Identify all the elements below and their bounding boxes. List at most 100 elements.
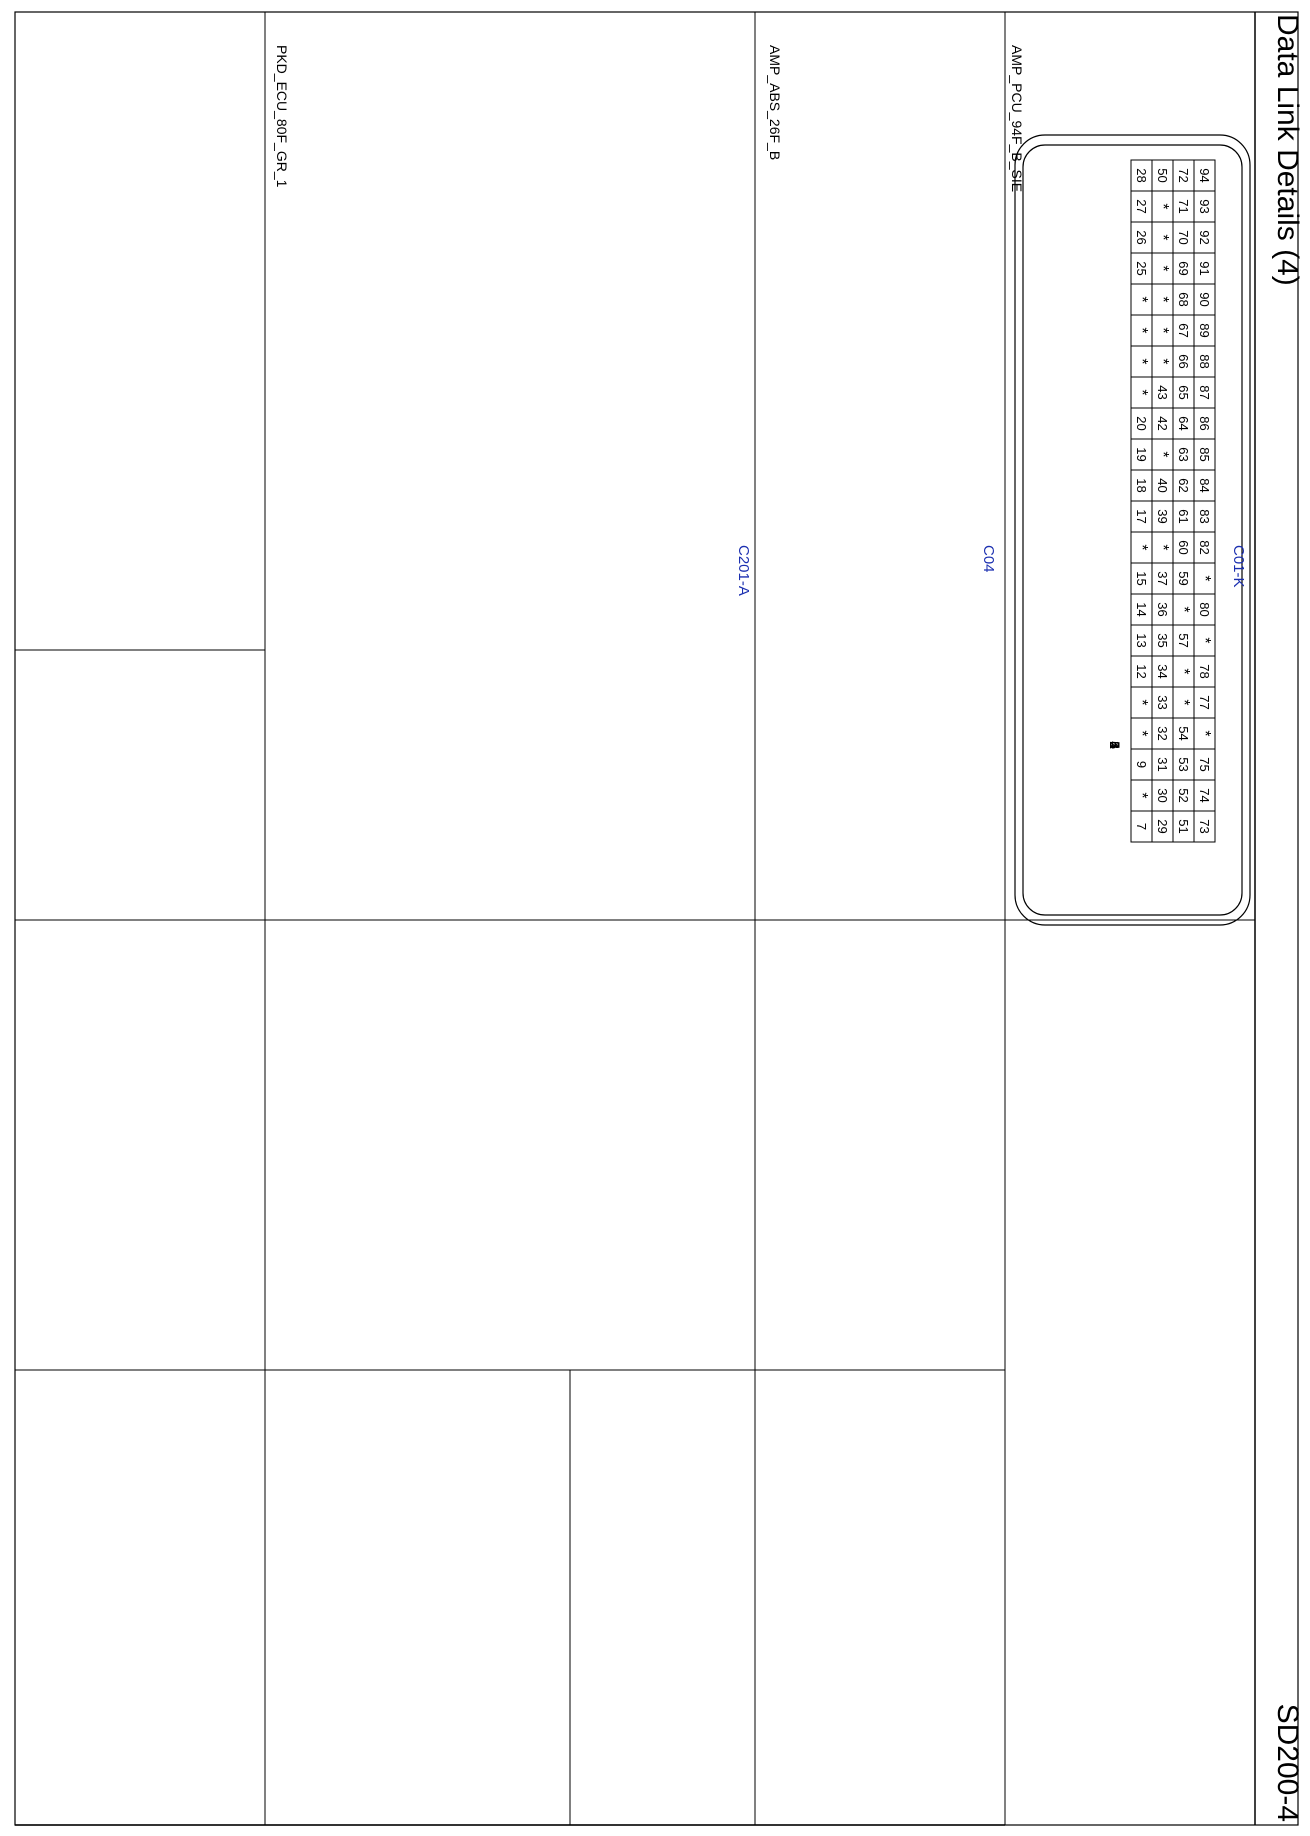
pin-label: 28 (1134, 168, 1149, 182)
pin-label: 60 (1176, 540, 1191, 554)
pin-label: 68 (1176, 292, 1191, 306)
panel-m18 (550, 1040, 760, 1820)
pin-label: 32 (1155, 726, 1170, 740)
pin-label: 9 (1134, 761, 1149, 768)
pin-label: 25 (1134, 261, 1149, 275)
pin-label: 92 (1197, 230, 1212, 244)
pin-label: 3 (1107, 741, 1123, 749)
pin-label: 72 (1176, 168, 1191, 182)
pin-label: 2 (1107, 741, 1123, 749)
pin-label: 66 (1176, 354, 1191, 368)
pin-label: 35 (1155, 633, 1170, 647)
pin-label: 88 (1197, 354, 1212, 368)
pin-label: 12 (1134, 664, 1149, 678)
pin-label: 18 (1134, 478, 1149, 492)
pin-label: 86 (1197, 416, 1212, 430)
pin-label: 31 (1155, 757, 1170, 771)
panel-c01-k: C01-K AMP_PCU_94F_B_SIE (1005, 40, 1255, 950)
pin-label: 80 (1197, 602, 1212, 616)
pin-label: * (1133, 358, 1150, 364)
pin-label: * (1175, 668, 1192, 674)
pin-label: 65 (1176, 385, 1191, 399)
pin-label: * (1175, 606, 1192, 612)
connector-label: C01-K (1230, 545, 1247, 588)
pin-label: * (1133, 296, 1150, 302)
pin-label: 13 (1134, 633, 1149, 647)
pin-label: 37 (1155, 571, 1170, 585)
pin-cavity (1130, 810, 1153, 843)
pin-label: 4 (1107, 741, 1123, 749)
pin-label: 85 (1197, 447, 1212, 461)
pin-label: 94 (1197, 168, 1212, 182)
pin-label: * (1133, 730, 1150, 736)
pin-label: 71 (1176, 199, 1191, 213)
pin-label: 63 (1176, 447, 1191, 461)
pin-label: 7 (1134, 823, 1149, 830)
pin-label: * (1196, 637, 1213, 643)
pin-label: 1 (1107, 741, 1123, 749)
c01k-pin-grid: 94939291908988878685848382*80*7877*75747… (1130, 159, 1216, 843)
pin-label: 54 (1176, 726, 1191, 740)
pin-label: 52 (1176, 788, 1191, 802)
pin-label: * (1133, 792, 1150, 798)
pin-label: 90 (1197, 292, 1212, 306)
pin-label: 69 (1176, 261, 1191, 275)
pin-label: * (1154, 296, 1171, 302)
connector-outline (1014, 134, 1251, 926)
pin-label: * (1133, 699, 1150, 705)
panel-c04: C04 AMP_ABS_26F_B (760, 40, 1005, 950)
pin-label: * (1133, 327, 1150, 333)
pin-label: * (1154, 265, 1171, 271)
pin-label: 91 (1197, 261, 1212, 275)
pin-label: 34 (1155, 664, 1170, 678)
connector-type: AMP_ABS_26F_B (767, 45, 783, 161)
pin-label: 59 (1176, 571, 1191, 585)
pin-label: * (1175, 699, 1192, 705)
pin-label: 29 (1155, 819, 1170, 833)
pin-label: 73 (1197, 819, 1212, 833)
pin-label: 70 (1176, 230, 1191, 244)
pin-label: * (1154, 327, 1171, 333)
pin-label: 20 (1134, 416, 1149, 430)
pin-label: * (1154, 234, 1171, 240)
pin-label: 74 (1197, 788, 1212, 802)
pin-label: * (1133, 544, 1150, 550)
pin-label: 53 (1176, 757, 1191, 771)
pin-label: 50 (1155, 168, 1170, 182)
connector-label: C201-A (735, 545, 752, 596)
pin-label: 42 (1155, 416, 1170, 430)
pin-label: 15 (1134, 571, 1149, 585)
pin-label: 33 (1155, 695, 1170, 709)
pin-label: 43 (1155, 385, 1170, 399)
pin-label: * (1154, 544, 1171, 550)
pin-label: 67 (1176, 323, 1191, 337)
pin-label: * (1154, 451, 1171, 457)
pin-label: 77 (1197, 695, 1212, 709)
pin-label: 89 (1197, 323, 1212, 337)
connector-type: AMP_PCU_94F_B_SIE (1009, 45, 1025, 193)
pin-label: 17 (1134, 509, 1149, 523)
pin-label: 51 (1176, 819, 1191, 833)
pin-label: 83 (1197, 509, 1212, 523)
pin-label: 93 (1197, 199, 1212, 213)
panel-c201-a: C201-A PKD_ECU_80F_GR_1 (270, 40, 760, 950)
pin-label: * (1196, 730, 1213, 736)
connector-inner (1022, 144, 1243, 916)
pin-label: 6 (1107, 741, 1123, 749)
pin-label: 27 (1134, 199, 1149, 213)
pin-label: 75 (1197, 757, 1212, 771)
pin-label: 78 (1197, 664, 1212, 678)
pin-label: * (1154, 203, 1171, 209)
pin-label: 14 (1134, 602, 1149, 616)
pin-label: * (1154, 358, 1171, 364)
connector-label: C04 (980, 545, 997, 573)
pin-label: 82 (1197, 540, 1212, 554)
pin-label: 62 (1176, 478, 1191, 492)
pin-label: * (1133, 389, 1150, 395)
connector-type: PKD_ECU_80F_GR_1 (274, 45, 290, 188)
pin-label: 64 (1176, 416, 1191, 430)
